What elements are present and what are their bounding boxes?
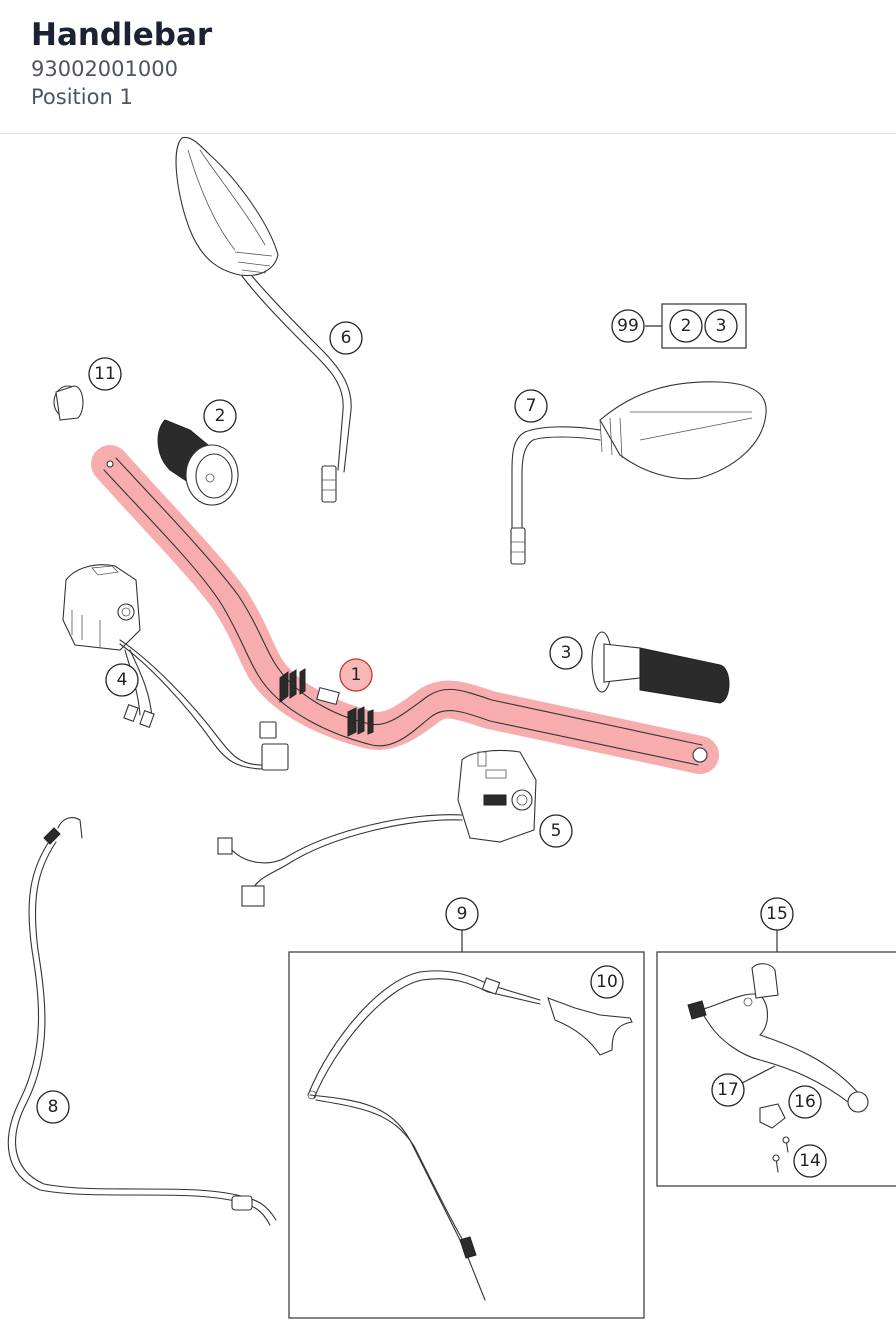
callout-2[interactable]: 2: [203, 399, 237, 433]
callout-label-4: 4: [117, 670, 128, 690]
callout-label-6: 6: [341, 328, 352, 348]
callout-label-1: 1: [351, 665, 362, 685]
callout-kit-3[interactable]: 3: [704, 309, 738, 343]
callout-label-10: 10: [596, 972, 618, 992]
position-label: Position 1: [31, 85, 133, 109]
callout-7[interactable]: 7: [514, 389, 548, 423]
callout-1[interactable]: 1: [339, 658, 373, 692]
callout-label-14: 14: [799, 1151, 821, 1171]
part-cable-8[interactable]: [7, 817, 277, 1226]
callout-label-5: 5: [551, 821, 562, 841]
callout-16[interactable]: 16: [788, 1085, 822, 1119]
callout-5[interactable]: 5: [539, 814, 573, 848]
part-bushing[interactable]: [53, 385, 84, 421]
callout-label-2: 2: [215, 406, 226, 426]
part-grip-left[interactable]: [157, 419, 239, 506]
callout-label-9: 9: [457, 904, 468, 924]
callout-9[interactable]: 9: [445, 897, 479, 931]
callout-label-17: 17: [717, 1080, 739, 1100]
callout-4[interactable]: 4: [105, 663, 139, 697]
part-switch-left[interactable]: [62, 564, 289, 771]
part-number: 93002001000: [31, 57, 178, 81]
callout-label-3: 3: [561, 643, 572, 663]
page-header: Handlebar 93002001000 Position 1: [0, 0, 896, 134]
callout-17[interactable]: 17: [711, 1073, 745, 1107]
callout-11[interactable]: 11: [88, 357, 122, 391]
kit-99-group: [645, 303, 747, 349]
callout-99[interactable]: 99: [611, 309, 645, 343]
part-handlebar[interactable]: [91, 445, 719, 774]
page-title: Handlebar: [31, 17, 213, 53]
callout-8[interactable]: 8: [36, 1090, 70, 1124]
callout-label-7: 7: [526, 396, 537, 416]
part-mirror-right[interactable]: [510, 381, 767, 565]
part-grip-right[interactable]: [591, 631, 730, 704]
callout-label-99: 99: [617, 316, 639, 336]
callout-label-16: 16: [794, 1092, 816, 1112]
callout-14[interactable]: 14: [793, 1144, 827, 1178]
callout-kit-2[interactable]: 2: [669, 309, 703, 343]
assembly-box-15[interactable]: [656, 930, 896, 1187]
callout-6[interactable]: 6: [329, 321, 363, 355]
callout-15[interactable]: 15: [760, 897, 794, 931]
callout-10[interactable]: 10: [590, 965, 624, 999]
part-switch-right[interactable]: [217, 749, 537, 907]
part-mirror-left[interactable]: [175, 136, 352, 503]
callout-label-15: 15: [766, 904, 788, 924]
callout-label-11: 11: [94, 364, 116, 384]
callout-label-kit-2: 2: [681, 316, 692, 336]
callout-3[interactable]: 3: [549, 636, 583, 670]
callout-label-kit-3: 3: [716, 316, 727, 336]
callout-label-8: 8: [48, 1097, 59, 1117]
assembly-box-9[interactable]: [288, 930, 645, 1319]
